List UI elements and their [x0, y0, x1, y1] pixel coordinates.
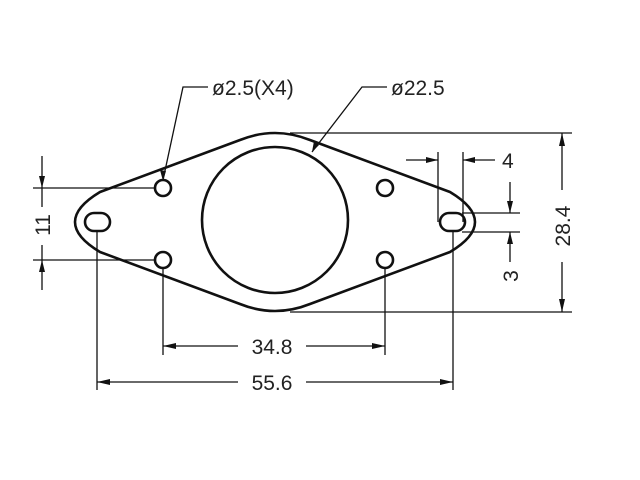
dimension-28-4 [290, 132, 572, 313]
small-hole-bottom-right [375, 250, 395, 270]
dimension-34-8-label: 34.8 [252, 336, 293, 359]
dimension-4 [406, 152, 495, 222]
dimension-11-label: 11 [32, 214, 55, 236]
small-holes-callout: ø2.5(X4) [212, 77, 294, 100]
center-bore-callout: ø22.5 [391, 77, 445, 100]
small-holes-leader [160, 86, 208, 181]
dimension-28-4-label: 28.4 [552, 205, 575, 246]
dimension-4-label: 4 [502, 150, 514, 173]
dimension-11 [33, 156, 155, 290]
small-hole-bottom-left [153, 250, 173, 270]
center-bore [200, 145, 350, 295]
dimension-55-6 [97, 379, 453, 385]
dimension-3-label: 3 [500, 270, 523, 282]
center-bore-leader [311, 86, 387, 153]
dimension-55-6-label: 55.6 [252, 372, 293, 395]
small-hole-top-right [375, 178, 395, 198]
dimension-3 [462, 182, 520, 262]
flange-outline [73, 131, 477, 313]
dimension-34-8 [163, 343, 385, 349]
slot-left [83, 211, 112, 233]
slot-right [438, 211, 467, 233]
small-hole-top-left [153, 178, 173, 198]
